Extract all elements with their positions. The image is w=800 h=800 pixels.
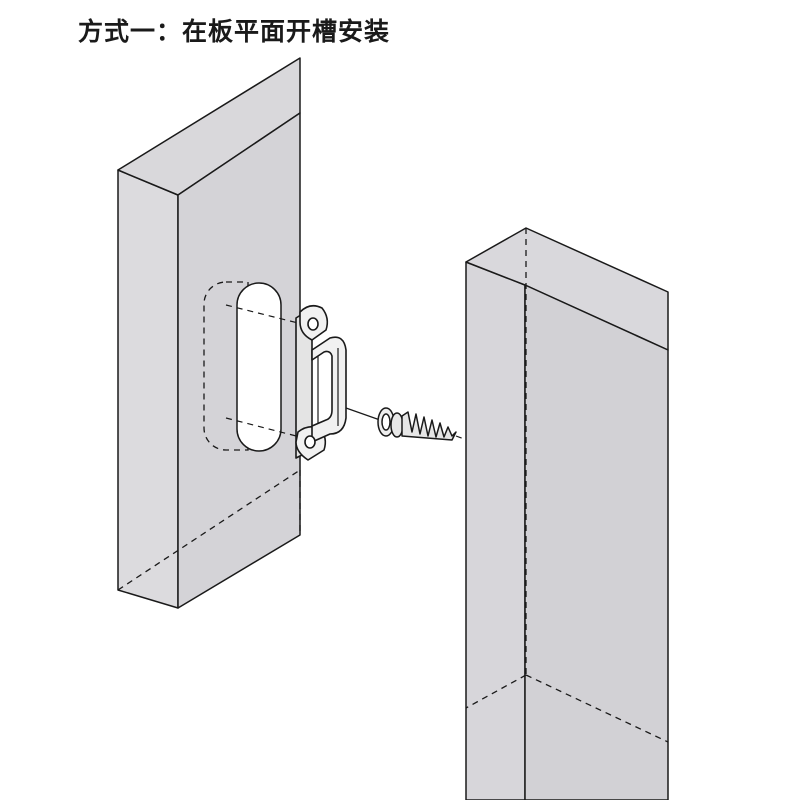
fitting-upper-hole (307, 317, 319, 331)
fitting-channel-outer (311, 336, 347, 443)
assembly-axis-line (345, 407, 381, 421)
screw (377, 407, 457, 441)
connector-fitting (295, 304, 347, 461)
screw-guide-line (455, 435, 489, 449)
left-panel-hidden-edges (117, 469, 301, 591)
right-panel-end-face (465, 261, 526, 800)
slot-hidden-outline (203, 281, 249, 451)
right-panel-front-face (524, 284, 669, 800)
screw-washer (390, 412, 404, 438)
slot-opening (236, 282, 282, 452)
left-panel-side-face (117, 169, 179, 609)
screw-thread (401, 411, 457, 441)
slot-guide-lines (225, 304, 307, 439)
right-panel-top-face (465, 227, 669, 351)
right-panel-hidden-edges (465, 228, 669, 743)
fitting-lower-hole (304, 435, 316, 449)
right-panel (465, 227, 669, 800)
page-title: 方式一：在板平面开槽安装 (78, 17, 391, 46)
